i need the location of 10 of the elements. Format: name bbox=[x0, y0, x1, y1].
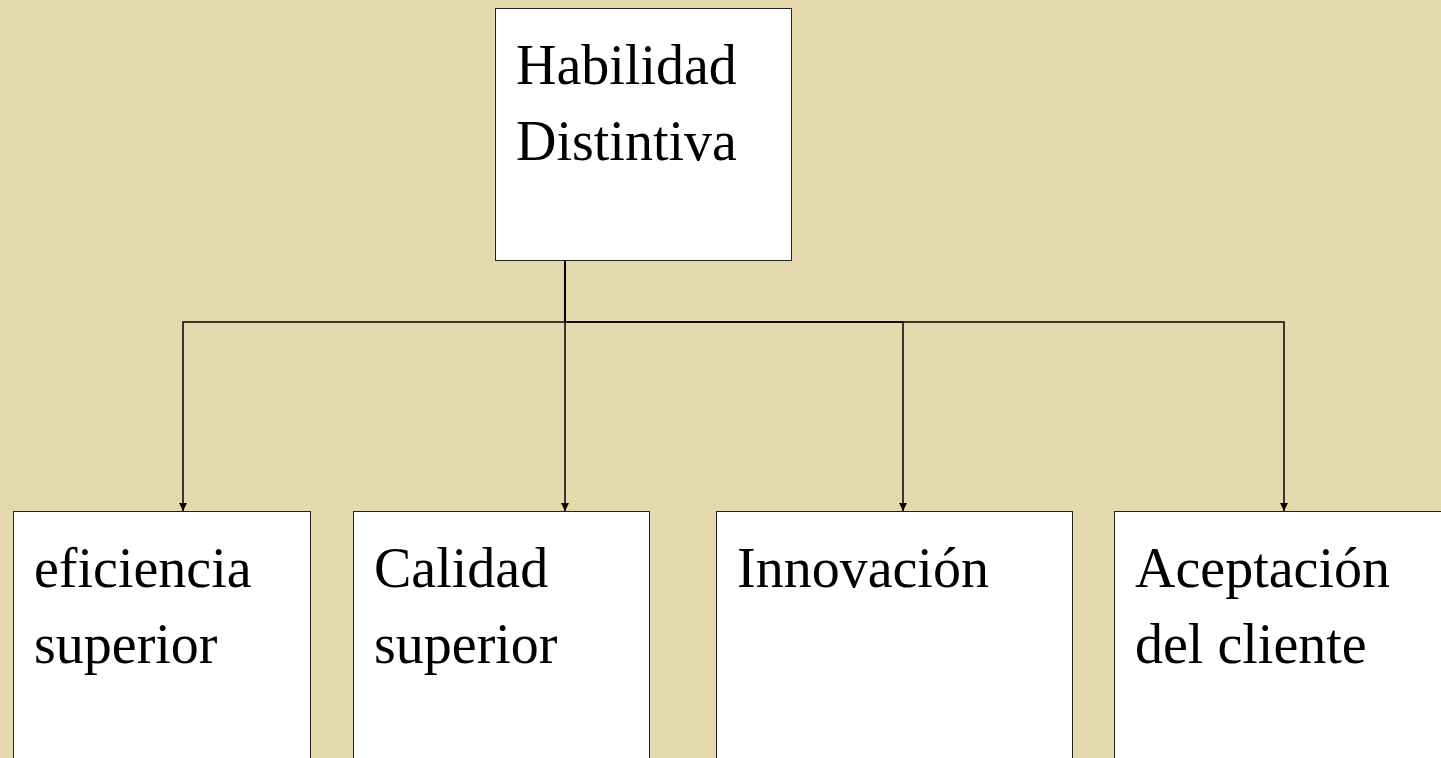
box-label: eficiencia superior bbox=[34, 536, 253, 677]
text-box bbox=[13, 511, 311, 758]
text-box bbox=[495, 8, 792, 261]
text-box bbox=[1114, 511, 1441, 758]
box-label: Habilidad Distintiva bbox=[516, 33, 738, 174]
box-label: Innovación bbox=[737, 536, 990, 601]
text-box bbox=[716, 511, 1073, 758]
text-box bbox=[353, 511, 650, 758]
box-label: Calidad superior bbox=[374, 536, 559, 677]
box-label: Aceptación del cliente bbox=[1135, 536, 1391, 677]
